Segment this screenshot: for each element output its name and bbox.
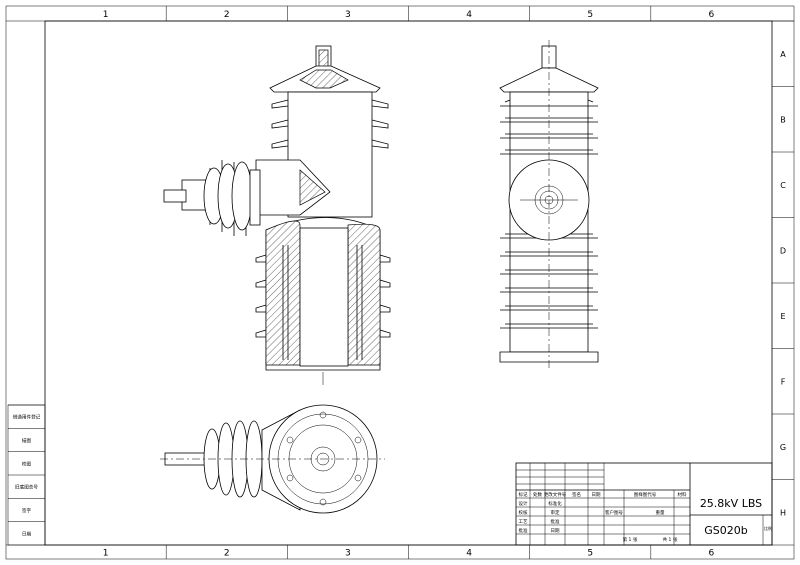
title-block-label: 批准 [519, 527, 528, 534]
zone-column-label: 4 [466, 549, 472, 559]
zone-column-label: 5 [587, 549, 593, 559]
zone-row-label: F [781, 377, 786, 386]
side-table-cell: 签字 [22, 507, 32, 514]
zone-row-label: A [780, 50, 786, 59]
side-table-cell: 旧底图总号 [15, 484, 38, 491]
title-block-label: 材料 [678, 491, 687, 498]
zone-column-label: 6 [709, 549, 715, 559]
side-view [499, 40, 599, 370]
zone-row-label: G [780, 443, 786, 452]
side-table-cell: 校图 [22, 460, 32, 467]
title-block-label: 批准 [551, 518, 560, 525]
zone-column-label: 3 [345, 10, 351, 20]
drawing-frame [44, 20, 773, 546]
title-block-label: 日期 [551, 528, 560, 534]
side-table-cell: 借通用件登记 [13, 414, 41, 421]
front-section-view [163, 45, 391, 385]
title-block-label: 更改文件号 [544, 491, 567, 498]
zone-marks-right: A B C D E F G H [772, 20, 794, 517]
side-table-cell: 日期 [22, 531, 32, 537]
title-block-label: 签名 [572, 491, 581, 498]
title-block-label: 标准化 [548, 500, 562, 507]
title-block-label: 比例 [764, 525, 772, 531]
title-block-label: 处数 [533, 491, 542, 498]
outer-frame [5, 5, 795, 560]
title-block-label: 设计 [519, 500, 528, 507]
title-block-label: 客户图号 [605, 509, 623, 516]
zone-column-label: 4 [466, 10, 472, 20]
title-block-label: 校核 [519, 509, 528, 516]
title-block-label: 图样图代号 [634, 491, 657, 498]
zone-column-label: 6 [709, 10, 715, 20]
zone-row-label: D [780, 246, 786, 255]
zone-column-label: 5 [587, 10, 593, 20]
title-block-label: 重量 [656, 509, 665, 516]
zone-column-label: 2 [224, 549, 230, 559]
title-block-label: 审定 [551, 509, 560, 516]
drawing-number: GS020b [704, 524, 748, 537]
top-view [160, 404, 385, 514]
title-block-label: 工艺 [519, 519, 528, 525]
title-block-label: 共 1 张 [663, 536, 678, 543]
title-block: 标记处数更改文件号签名日期设计校核工艺批准标准化审定批准日期图样图代号材料客户图… [515, 462, 773, 546]
zone-row-label: H [780, 508, 786, 517]
zone-row-label: E [780, 312, 785, 321]
zone-marks-bottom: 1 2 3 4 5 6 [6, 544, 794, 559]
zone-column-label: 2 [224, 10, 230, 20]
title-block-label: 第 1 张 [623, 536, 638, 543]
title-block-label: 日期 [592, 492, 601, 498]
zone-column-label: 3 [345, 549, 351, 559]
zone-row-label: C [780, 181, 786, 190]
side-table-cell: 描图 [22, 437, 32, 444]
zone-marks-top: 1 2 3 4 5 6 [6, 6, 794, 22]
product-name: 25.8kV LBS [700, 497, 762, 510]
title-block-label: 标记 [519, 491, 528, 498]
zone-column-label: 1 [103, 549, 109, 559]
zone-column-label: 1 [103, 10, 109, 20]
zone-row-label: B [780, 115, 786, 124]
